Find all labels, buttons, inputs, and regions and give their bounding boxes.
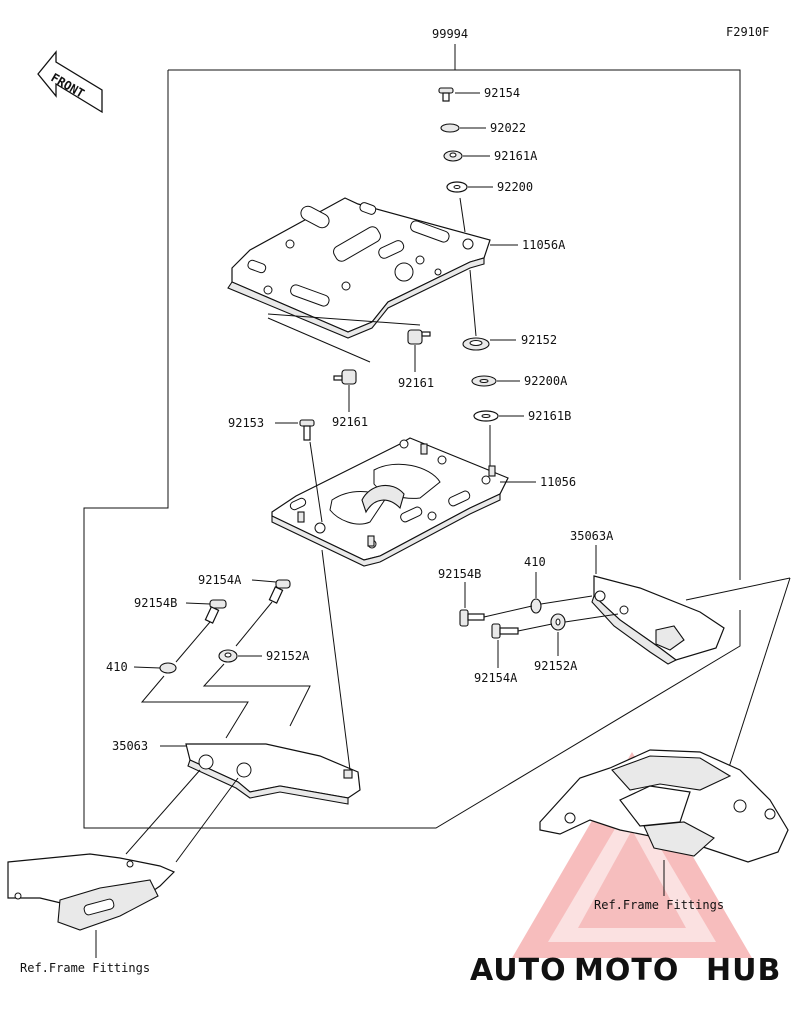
washer-410-right xyxy=(530,598,542,614)
rack-plate-11056A xyxy=(227,197,491,339)
figure-code: F2910F xyxy=(726,25,769,39)
collar-92161B xyxy=(473,410,499,422)
damper-92161-right xyxy=(407,329,431,345)
label-92154A-top: 92154A xyxy=(198,573,242,587)
label-92022: 92022 xyxy=(490,121,526,135)
damper-92161-left xyxy=(333,369,357,385)
label-410-left: 410 xyxy=(106,660,128,674)
front-arrow-icon: FRONT xyxy=(37,50,103,114)
label-92152: 92152 xyxy=(521,333,557,347)
frame-fitting-left xyxy=(7,853,176,958)
label-92152A-right: 92152A xyxy=(534,659,578,673)
watermark-auto: AUTO xyxy=(470,953,567,988)
label-11056A: 11056A xyxy=(522,238,566,252)
label-92154A-right: 92154A xyxy=(474,671,518,685)
watermark-text: AUTO MOTO HUB xyxy=(470,953,781,988)
grommet-92152 xyxy=(462,337,490,351)
label-35063: 35063 xyxy=(112,739,148,753)
collar-92152A-right xyxy=(550,613,566,631)
label-92161B: 92161B xyxy=(528,409,571,423)
label-410-right: 410 xyxy=(524,555,546,569)
label-92154B-right: 92154B xyxy=(438,567,481,581)
bolt-92154A-right xyxy=(491,623,519,639)
collar-92152A-left xyxy=(218,649,238,663)
label-92161A: 92161A xyxy=(494,149,538,163)
assembly-label: 99994 xyxy=(432,27,468,41)
bracket-35063A xyxy=(591,545,725,665)
part-labels: 92154 92022 92161A 92200 11056A 92152 92… xyxy=(20,86,724,975)
leader-lines-top xyxy=(267,92,524,468)
label-92200A: 92200A xyxy=(524,374,568,388)
label-92161-right: 92161 xyxy=(398,376,434,390)
washer-410-left xyxy=(159,662,177,674)
bolt-92154 xyxy=(438,87,454,102)
label-92161-left: 92161 xyxy=(332,415,368,429)
label-92154: 92154 xyxy=(484,86,520,100)
label-ref-frame-left: Ref.Frame Fittings xyxy=(20,961,150,975)
label-92153: 92153 xyxy=(228,416,264,430)
bolt-92153 xyxy=(299,419,315,441)
label-92152A-left: 92152A xyxy=(266,649,310,663)
washer-92200 xyxy=(446,181,468,193)
bracket-35063 xyxy=(160,743,361,805)
assembly-bracket-lines: 99994 xyxy=(83,27,741,829)
collar-92161A xyxy=(443,150,463,162)
watermark-moto: MOTO xyxy=(574,953,679,988)
watermark-logo xyxy=(512,752,752,958)
label-35063A: 35063A xyxy=(570,529,614,543)
washer-92200A xyxy=(471,375,497,387)
label-92200: 92200 xyxy=(497,180,533,194)
label-92154B-left: 92154B xyxy=(134,596,177,610)
rack-base-11056 xyxy=(271,437,536,567)
bolt-92154B-right xyxy=(459,609,485,627)
bolt-92154A-left xyxy=(268,579,291,604)
watermark-hub: HUB xyxy=(706,953,781,988)
leader-lines-left xyxy=(125,549,351,863)
label-ref-frame-right: Ref.Frame Fittings xyxy=(594,898,724,912)
frame-fitting-right xyxy=(539,749,789,896)
label-11056: 11056 xyxy=(540,475,576,489)
bolt-92154B-left xyxy=(204,599,227,624)
washer-92022 xyxy=(440,123,460,133)
